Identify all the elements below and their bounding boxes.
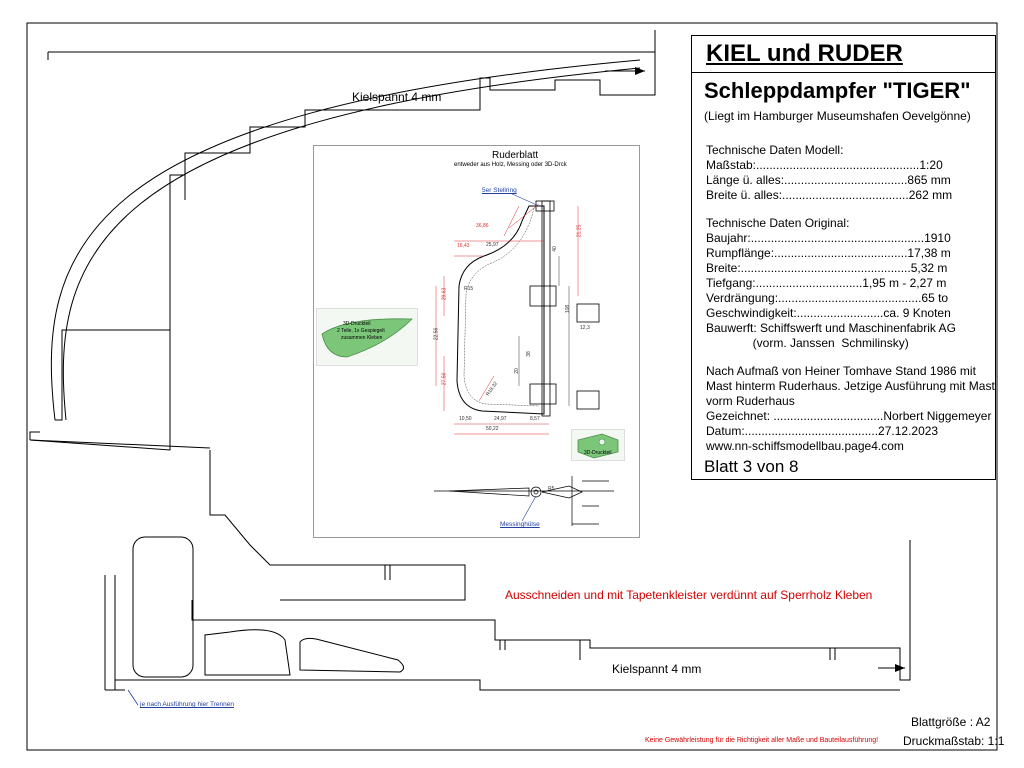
huelse-leader	[521, 495, 537, 522]
huelse-callout: Messinghülse	[500, 521, 540, 528]
note-line: Mast hinterm Ruderhaus. Jetzige Ausführu…	[706, 379, 995, 393]
rudder-blade-inner	[463, 207, 540, 407]
ship-name: Schleppdampfer "TIGER"	[704, 78, 971, 103]
title-block: KIEL und RUDER Schleppdampfer "TIGER" (L…	[691, 35, 996, 480]
dim-label: 16,43	[457, 243, 470, 249]
dim-label: 24,97	[494, 416, 507, 422]
stellring	[535, 200, 555, 212]
dim-label: 38	[525, 351, 532, 357]
original-data-line: Baujahr:................................…	[706, 231, 951, 245]
original-data-line: Bauwerft: Schiffswerft und Maschinenfabr…	[706, 321, 956, 335]
title-separator	[692, 72, 995, 73]
date-line: Datum:..................................…	[706, 424, 939, 438]
3d-part-label: 2 Teile, 1x Gespiegelt	[337, 328, 385, 334]
direction-arrow-top	[605, 67, 645, 75]
print-scale-label: Druckmaßstab: 1:1	[903, 734, 1005, 748]
separate-note-leader	[127, 689, 139, 706]
dimension-lines-black	[518, 256, 570, 406]
original-data-line: Verdrängung:............................…	[706, 291, 949, 305]
keel-part-lower	[29, 330, 911, 691]
cut-instruction: Ausschneiden und mit Tapetenkleister ver…	[505, 588, 873, 602]
kielspannt-label-top: Kielspannt 4 mm	[352, 90, 442, 104]
original-data-line: (vorm. Janssen Schmilinsky)	[706, 336, 909, 350]
keel-cutouts	[132, 536, 404, 678]
dim-label: 21,25	[576, 224, 583, 238]
title-heading: KIEL und RUDER	[706, 40, 903, 67]
website-line: www.nn-schiffsmodellbau.page4.com	[706, 439, 904, 453]
original-data-line: Tiefgang:...............................…	[706, 276, 947, 290]
dim-label: R15	[464, 286, 474, 292]
rudder-blade-drawing: Ruderblatt entweder aus Holz, Messing od…	[313, 145, 640, 538]
dimension-lines	[435, 203, 579, 435]
model-data-line: Maßstab:................................…	[706, 158, 943, 172]
stellring-callout: 5er Stellring	[482, 187, 517, 194]
rudder-geometry	[434, 192, 614, 526]
sheet-size-label: Blattgröße : A2	[911, 715, 991, 729]
dim-label: 8,57	[530, 416, 540, 422]
direction-arrow-bottom	[878, 664, 905, 672]
dim-label: 12,3	[580, 325, 590, 331]
3d-part-label: zusammen Kleben	[341, 335, 383, 341]
3d-part-label: 3D-Druckteil	[343, 321, 371, 327]
hinge-block-right-lower	[576, 390, 600, 410]
separate-note: je nach Ausführung hier Trennen	[140, 701, 234, 708]
model-data-line: Breite ü. alles:........................…	[706, 188, 953, 202]
dim-label: R5	[548, 486, 555, 492]
sheet-number: Blatt 3 von 8	[704, 457, 799, 476]
dim-label: 27,56	[441, 372, 448, 386]
hinge-block-lower	[529, 383, 557, 405]
dim-label: 25,97	[486, 242, 499, 248]
note-line: vorm Ruderhaus	[706, 394, 795, 408]
rudder-blade-outline	[456, 205, 545, 415]
drawn-by-line: Gezeichnet: ............................…	[706, 409, 992, 423]
3d-part-image-2: 3D-Druckteil	[571, 429, 625, 461]
sheet-border	[26, 22, 998, 751]
model-data-heading: Technische Daten Modell:	[706, 143, 844, 157]
3d-part-label-2: 3D-Druckteil	[584, 450, 612, 456]
hinge-block-right-upper	[576, 303, 600, 323]
hinge-block-upper	[529, 285, 557, 307]
note-line: Nach Aufmaß von Heiner Tomhave Stand 198…	[706, 364, 976, 378]
original-data-line: Rumpflänge:.............................…	[706, 246, 951, 260]
kielspannt-label-bottom: Kielspannt 4 mm	[612, 662, 702, 676]
3d-part-shape-icon	[321, 318, 413, 358]
keel-part-upper	[47, 30, 656, 421]
dim-label: 10,50	[459, 416, 472, 422]
dim-label: 22,56	[433, 327, 440, 341]
original-data-line: Breite:.................................…	[706, 261, 948, 275]
rudder-title: Ruderblatt	[492, 150, 539, 161]
original-data-line: Geschwindigkeit:........................…	[706, 306, 951, 320]
3d-block-icon	[577, 433, 619, 459]
dim-label: 36,86	[476, 223, 489, 229]
ship-location: (Liegt im Hamburger Museumshafen Oevelgö…	[704, 109, 971, 123]
dim-label: 50,22	[486, 426, 499, 432]
stellring-leader	[509, 192, 540, 207]
original-data-heading: Technische Daten Original:	[706, 216, 850, 230]
model-data-line: Länge ü. alles:.........................…	[706, 173, 951, 187]
rudder-subtitle: entweder aus Holz, Messing oder 3D-Drck	[454, 162, 567, 168]
rudder-section-view	[434, 476, 614, 526]
dim-label: 29,63	[441, 287, 448, 301]
dim-label: 108	[565, 304, 572, 314]
dim-label: 20	[513, 368, 520, 374]
dim-label: 40	[551, 246, 558, 252]
disclaimer: Keine Gewährleistung für die Richtigkeit…	[645, 737, 879, 744]
3d-part-image-1: 3D-Druckteil 2 Teile, 1x Gespiegelt zusa…	[316, 308, 418, 366]
